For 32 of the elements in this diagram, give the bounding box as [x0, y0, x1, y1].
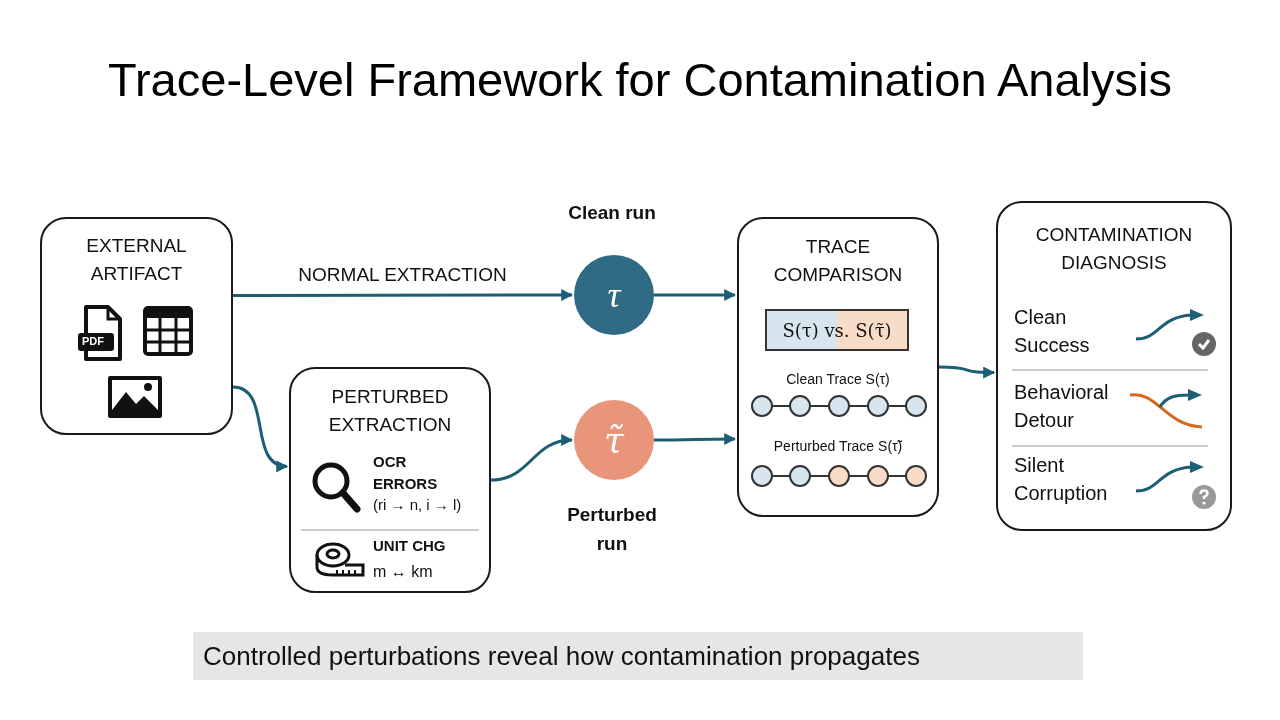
box-title: CONTAMINATION DIAGNOSIS [1034, 223, 1194, 275]
item-title: OCR ERRORS [373, 452, 439, 494]
result-box [996, 201, 1232, 531]
symbol-label: τ [607, 277, 621, 313]
arrow [232, 385, 289, 471]
box-title: TRACE COMPARISON [772, 235, 904, 287]
symbol-label: τ̃ [604, 422, 624, 458]
item-detail: m ↔ km [373, 562, 434, 582]
source-box [40, 217, 233, 435]
outcome-label: Silent Corruption [1014, 453, 1109, 506]
arrow [654, 433, 737, 445]
process-box [737, 217, 939, 517]
arrow [490, 434, 574, 482]
arrow [233, 289, 574, 301]
trace-label: Perturbed Trace S(τ̃) [772, 437, 904, 456]
process-box [289, 367, 491, 593]
node-caption: Clean run [567, 201, 657, 225]
file-type-label: PDF [82, 336, 104, 347]
item-detail: (ri → n, i → l) [373, 495, 463, 515]
outcome-label: Behavioral Detour [1014, 380, 1110, 433]
title: Trace-Level Framework for Contamination Analysis [107, 52, 1173, 108]
item-title: UNIT CHG [373, 536, 447, 556]
box-title: PERTURBED EXTRACTION [327, 385, 453, 437]
comparison-box [765, 309, 909, 351]
trace-label: Clean Trace S(τ) [785, 370, 891, 389]
arrow [654, 289, 737, 301]
caption-banner: Controlled perturbations reveal how contamination propagates [193, 632, 1083, 680]
box-title: EXTERNAL ARTIFACT [85, 234, 188, 286]
formula-label: S(τ) vs. S(τ̃) [782, 318, 892, 343]
node-caption: Perturbed run [566, 503, 658, 556]
arrow [938, 365, 996, 379]
outcome-label: Clean Success [1014, 305, 1091, 358]
